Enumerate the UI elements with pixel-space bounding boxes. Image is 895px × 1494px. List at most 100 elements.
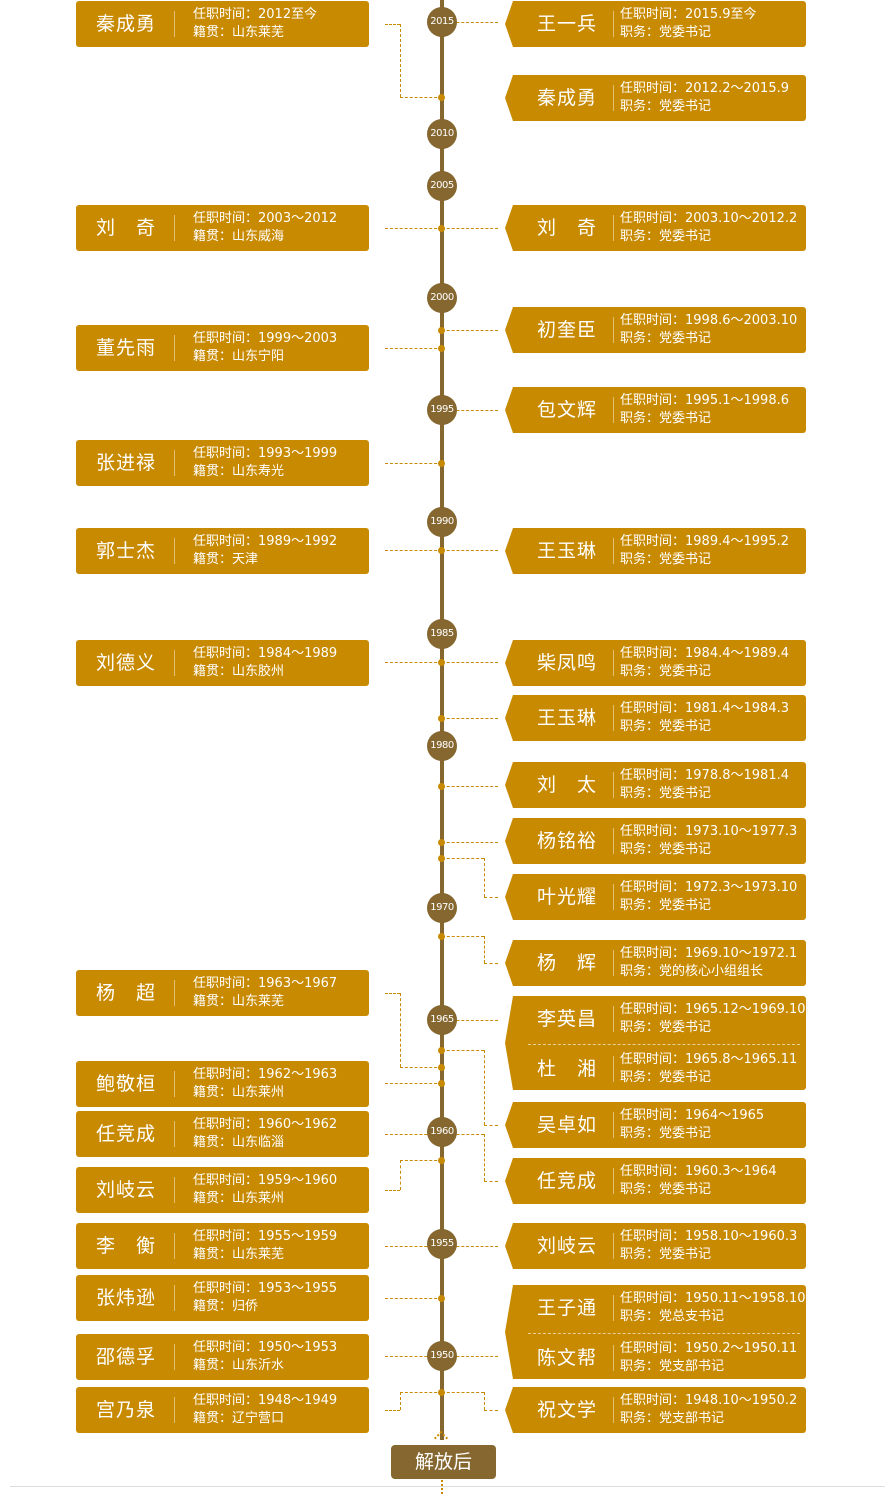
separator — [174, 1344, 175, 1370]
term-label: 任职时间： — [620, 701, 686, 716]
origin-line: 籍贯：天津 — [193, 551, 337, 569]
era-badge[interactable]: 解放后 — [391, 1445, 496, 1479]
person-name: 宫乃泉 — [95, 1399, 156, 1421]
timeline-dot — [438, 1295, 445, 1302]
person-name: 王玉琳 — [536, 540, 597, 562]
term-value: 2003～2012 — [258, 211, 338, 226]
term-line: 任职时间：1965.8～1965.11 — [620, 1051, 797, 1069]
field-label: 籍贯： — [193, 229, 233, 244]
year-marker[interactable]: 2015 — [427, 7, 457, 37]
official-card[interactable]: 秦成勇任职时间：2012至今籍贯：山东莱芜 — [76, 1, 369, 47]
field-value: 党委书记 — [659, 664, 712, 679]
connector-line — [442, 842, 498, 843]
term-label: 任职时间： — [193, 1067, 259, 1082]
field-label: 籍贯： — [193, 464, 233, 479]
year-marker[interactable]: 1950 — [427, 1341, 457, 1371]
card-divider — [528, 1333, 800, 1334]
field-value: 党委书记 — [659, 552, 712, 567]
term-label: 任职时间： — [193, 331, 259, 346]
person-name: 祝文学 — [536, 1399, 597, 1421]
connector-line — [385, 348, 442, 349]
field-value: 归侨 — [232, 1299, 259, 1314]
field-value: 党委书记 — [659, 331, 712, 346]
separator — [613, 1345, 614, 1371]
field-label: 籍贯： — [193, 664, 233, 679]
origin-line: 籍贯：山东莱州 — [193, 1084, 337, 1102]
term-line: 任职时间：1950～1953 — [193, 1339, 337, 1357]
field-value: 党委书记 — [659, 229, 712, 244]
connector-line — [484, 1392, 485, 1410]
field-label: 职务： — [620, 1070, 660, 1085]
year-marker[interactable]: 1990 — [427, 507, 457, 537]
term-value: 1989～1992 — [258, 534, 338, 549]
term-line: 任职时间：1964～1965 — [620, 1107, 764, 1125]
year-marker[interactable]: 2000 — [427, 283, 457, 313]
year-marker[interactable]: 1960 — [427, 1117, 457, 1147]
field-label: 职务： — [620, 1020, 660, 1035]
origin-line: 籍贯：山东莱芜 — [193, 1246, 337, 1264]
year-marker[interactable]: 2005 — [427, 171, 457, 201]
term-label: 任职时间： — [193, 211, 259, 226]
year-marker[interactable]: 1980 — [427, 731, 457, 761]
secretary-card[interactable]: 王一兵任职时间：2015.9至今职务：党委书记 — [505, 1, 806, 47]
connector-line — [442, 410, 498, 411]
term-value: 1965.8～1965.11 — [685, 1052, 798, 1067]
year-marker[interactable]: 1995 — [427, 395, 457, 425]
year-marker[interactable]: 1985 — [427, 619, 457, 649]
connector-line — [442, 1356, 498, 1357]
person-name: 柴凤鸣 — [536, 652, 597, 674]
term-line: 任职时间：1969.10～1972.1 — [620, 945, 797, 963]
term-label: 任职时间： — [620, 1291, 686, 1306]
post-line: 职务：党委书记 — [620, 1246, 797, 1264]
year-marker[interactable]: 1970 — [427, 893, 457, 923]
field-label: 籍贯： — [193, 994, 233, 1009]
field-value: 党总支书记 — [659, 1309, 725, 1324]
year-marker[interactable]: 1965 — [427, 1005, 457, 1035]
term-label: 任职时间： — [193, 1229, 259, 1244]
year-marker[interactable]: 1955 — [427, 1229, 457, 1259]
origin-line: 籍贯：山东威海 — [193, 228, 337, 246]
connector-line — [400, 1160, 442, 1161]
year-marker[interactable]: 2010 — [427, 119, 457, 149]
